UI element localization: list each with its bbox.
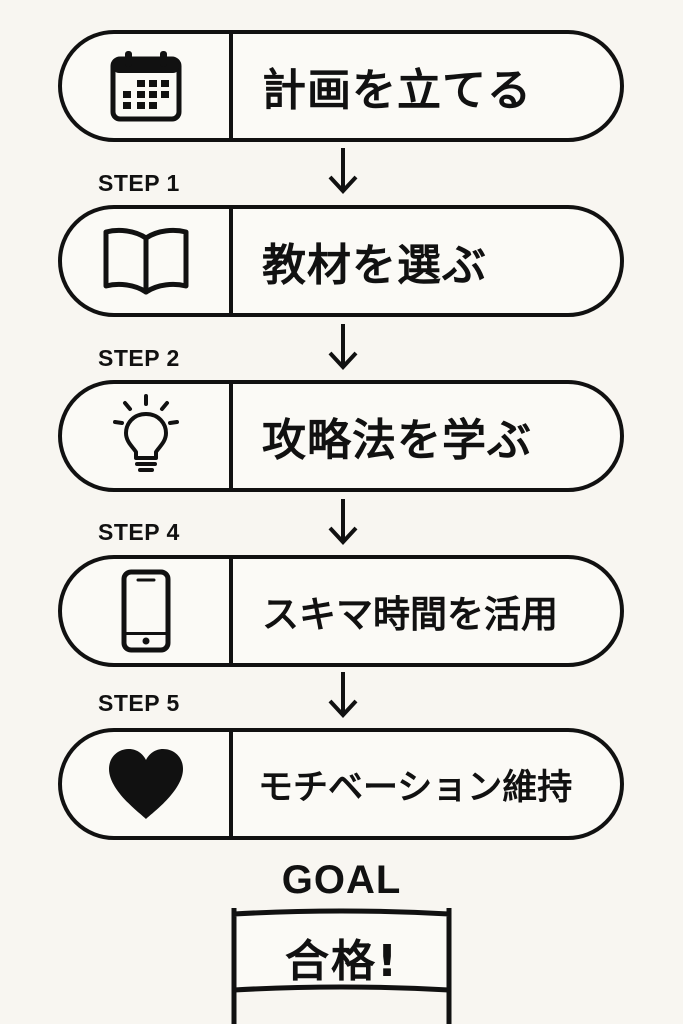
heart-icon [62, 732, 229, 836]
arrow-down-icon [328, 672, 358, 718]
step-divider [229, 34, 233, 138]
step-divider [229, 732, 233, 836]
step-box-2: 教材を選ぶ [58, 205, 624, 317]
step-divider [229, 209, 233, 313]
step-tag-2: STEP 2 [98, 345, 180, 371]
arrow-down-icon [328, 148, 358, 194]
step-divider [229, 384, 233, 488]
lightbulb-icon [62, 384, 229, 488]
calendar-icon [62, 34, 229, 138]
book-icon [62, 209, 229, 313]
smartphone-icon [62, 559, 229, 663]
step-box-1: 計画を立てる [58, 30, 624, 142]
step-label-2: 教材を選ぶ [262, 240, 487, 291]
step-tag-1: STEP 1 [98, 170, 180, 196]
step-label-4: スキマ時間を活用 [262, 593, 558, 636]
goal-text: 合格! [284, 936, 400, 987]
step-label-5: モチベーション維持 [258, 767, 573, 808]
arrow-down-icon [328, 324, 358, 370]
step-box-4: スキマ時間を活用 [58, 555, 624, 667]
arrow-down-icon [328, 499, 358, 545]
step-box-3: 攻略法を学ぶ [58, 380, 624, 492]
step-label-1: 計画を立てる [262, 65, 532, 116]
goal-flag-icon [231, 908, 452, 1024]
step-tag-3: STEP 4 [98, 519, 180, 545]
step-divider [229, 559, 233, 663]
step-box-5: モチベーション維持 [58, 728, 624, 840]
step-label-3: 攻略法を学ぶ [262, 415, 532, 466]
goal-title: GOAL [281, 858, 402, 902]
step-tag-4: STEP 5 [98, 690, 180, 716]
